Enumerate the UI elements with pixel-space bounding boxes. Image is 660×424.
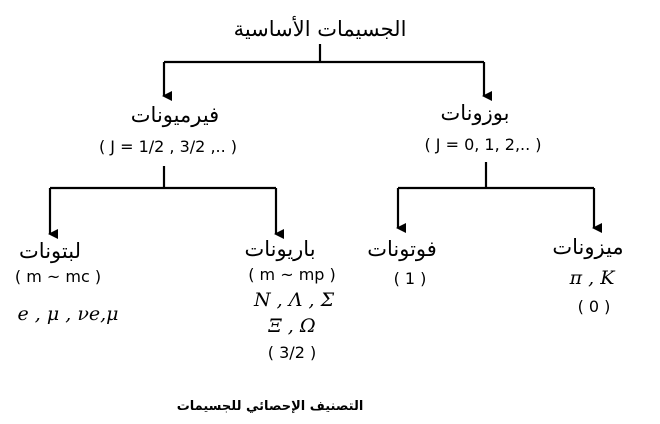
bosons-label: بوزونات [441, 101, 510, 126]
leptons-mass: ( m ~ mc ) [15, 267, 101, 286]
photons-spin: ( 1 ) [394, 269, 427, 288]
baryons-mass: ( m ~ mp ) [248, 265, 336, 284]
bosons-connector [396, 162, 602, 233]
fermions-spin: ( J = 1/2 , 3/2 ,.. ) [99, 137, 237, 156]
leptons-label: لبتونات [19, 239, 81, 264]
mesons-label: ميزونات [552, 235, 623, 260]
diagram-caption: التصنيف الإحصائي للجسيمات [177, 399, 364, 414]
baryons-members-1: N , Λ , Σ [253, 289, 335, 311]
mesons-members: π , K [569, 267, 617, 289]
photons-label: فوتونات [367, 237, 437, 262]
baryons-members-2: Ξ , Ω [267, 315, 315, 337]
fermions-label: فيرميونات [131, 103, 219, 128]
baryons-spin: ( 3/2 ) [268, 343, 316, 362]
bosons-spin: ( J = 0, 1, 2,.. ) [424, 135, 541, 154]
root-title: الجسيمات الأساسية [234, 15, 407, 41]
fermions-connector [48, 166, 284, 239]
baryons-label: باريونات [244, 237, 315, 262]
mesons-spin: ( 0 ) [578, 297, 611, 316]
leptons-members: e , μ , νe,μ [17, 303, 118, 325]
root-connector [162, 44, 492, 101]
